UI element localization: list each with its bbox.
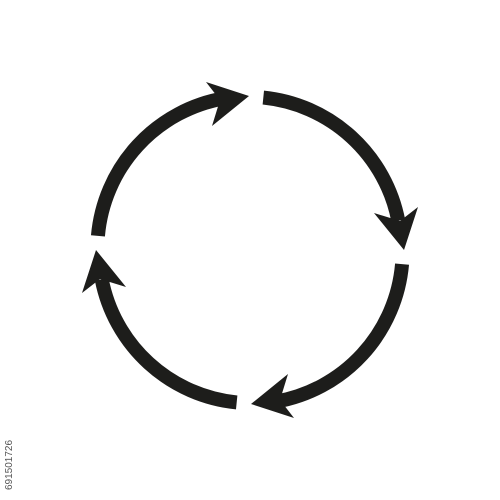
arrowhead-top-icon	[206, 82, 249, 126]
arc-bottom-right	[274, 263, 410, 409]
arc-bottom-left	[94, 277, 238, 410]
arc-top-left	[90, 91, 226, 237]
arc-top-right	[262, 90, 406, 223]
arrowhead-left-icon	[82, 250, 126, 293]
stock-id-text: 691501726	[4, 439, 15, 490]
arrowhead-bottom-icon	[251, 374, 294, 418]
arrowhead-right-icon	[374, 207, 418, 250]
